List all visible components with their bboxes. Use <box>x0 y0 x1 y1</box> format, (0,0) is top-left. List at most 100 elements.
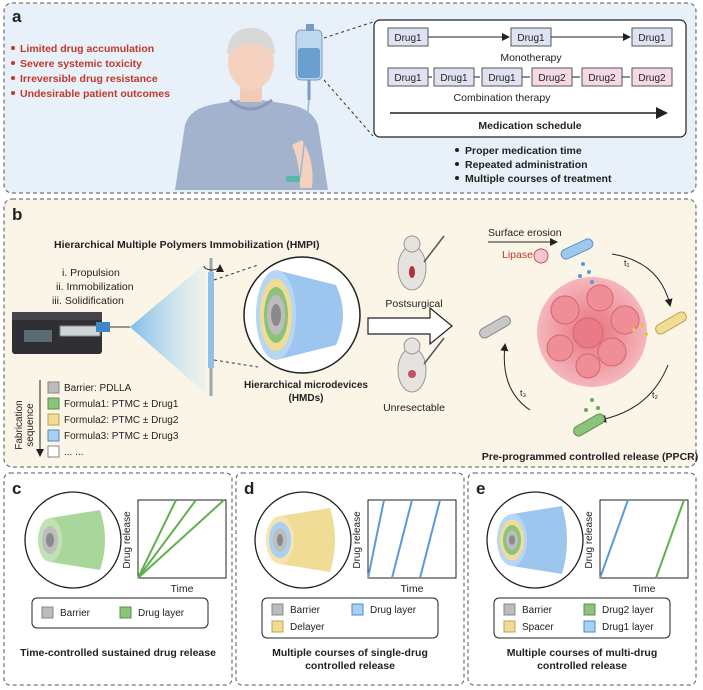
drug-box-label: Drug2 <box>588 73 616 84</box>
step-item: i. Propulsion <box>62 267 120 279</box>
panel-c: c Drug release Time Barrier Drug layer T… <box>3 472 233 686</box>
panel-a: a Limited drug accumulation Severe syste… <box>3 2 697 194</box>
legend-item: Formula2: PTMC ± Drug2 <box>64 415 179 426</box>
legend-item: Formula1: PTMC ± Drug1 <box>64 399 179 410</box>
yellow-rod <box>655 311 687 335</box>
panel-e-label: e <box>476 479 485 498</box>
panel-e-caption: Multiple courses of multi-drug <box>507 647 658 659</box>
legend-item: Drug1 layer <box>602 622 654 633</box>
blue-rod <box>560 238 594 260</box>
release-line <box>137 499 197 579</box>
panel-d-caption: Multiple courses of single-drug <box>272 647 428 659</box>
y-axis-label: Drug release <box>584 511 595 569</box>
panel-b: b Hierarchical Multiple Polymers Immobil… <box>3 198 698 468</box>
legend-item: Drug layer <box>138 608 185 619</box>
step-item: ii. Immobilization <box>56 281 134 293</box>
drug-box-label: Drug1 <box>638 33 666 44</box>
hmd-label-abbrev: (HMDs) <box>289 393 324 404</box>
panel-e: e Drug release Time Barrier Drug2 layer … <box>467 472 697 686</box>
drug-box-label: Drug1 <box>488 73 516 84</box>
panel-c-caption: Time-controlled sustained drug release <box>20 647 216 659</box>
iv-bag-icon <box>295 24 323 179</box>
ppcr-label: Pre-programmed controlled release (PPCR) <box>482 451 698 463</box>
postsurgical-label: Postsurgical <box>385 298 442 310</box>
problem-item: Undesirable patient outcomes <box>20 88 170 100</box>
fabrication-legend: Barrier: PDLLA Formula1: PTMC ± Drug1 Fo… <box>47 381 179 458</box>
x-axis-label: Time <box>401 583 424 595</box>
cycle-arrow <box>500 343 531 411</box>
release-line <box>367 499 385 579</box>
surface-erosion-label: Surface erosion <box>488 227 562 239</box>
flow-arrow <box>367 306 453 346</box>
step-item: iii. Solidification <box>52 295 124 307</box>
monotherapy-row: Drug1 Drug1 Drug1 Monotherapy <box>387 27 673 64</box>
drug-box-label: Drug2 <box>538 73 566 84</box>
benefit-item: Multiple courses of treatment <box>465 173 612 185</box>
panel-d: d Drug release Time Barrier Drug layer D… <box>235 472 465 686</box>
chart-e: Drug release Time <box>584 499 689 595</box>
monotherapy-label: Monotherapy <box>500 52 562 64</box>
spray-cone <box>130 263 206 394</box>
release-line <box>419 499 441 579</box>
benefit-item: Repeated administration <box>465 159 588 171</box>
rotating-rod <box>203 258 224 396</box>
drug-box <box>631 27 673 47</box>
release-particles <box>578 262 648 412</box>
drug-box-label: Drug1 <box>517 33 545 44</box>
drug2-release-line <box>655 499 685 579</box>
combination-label: Combination therapy <box>454 92 552 104</box>
benefit-item: Proper medication time <box>465 145 582 157</box>
lipase-icon <box>533 248 549 264</box>
drug-box-label: Drug2 <box>638 73 666 84</box>
x-axis-label: Time <box>633 583 656 595</box>
grey-rod <box>479 315 511 339</box>
legend-item: Barrier <box>290 605 321 616</box>
sequence-label: sequence <box>25 403 36 447</box>
zoom-line <box>323 79 374 137</box>
chart-d: Drug release Time <box>352 499 457 595</box>
legend-item: Drug2 layer <box>602 605 654 616</box>
hmpi-title: Hierarchical Multiple Polymers Immobiliz… <box>54 239 319 251</box>
time-mark: t₁ <box>624 258 630 268</box>
problem-item: Severe systemic toxicity <box>20 58 142 70</box>
schedule-box: Drug1 Drug1 Drug1 Monotherapy Drug1 Drug… <box>373 19 687 138</box>
release-line <box>137 499 177 579</box>
hmd-zoom <box>243 256 361 374</box>
green-rod <box>573 413 605 437</box>
y-axis-label: Drug release <box>352 511 363 569</box>
drug1-release-line <box>599 499 629 579</box>
y-axis-label: Drug release <box>122 511 133 569</box>
time-mark: t₂ <box>652 390 659 400</box>
legend-item: Formula3: PTMC ± Drug3 <box>64 431 179 442</box>
unresectable-label: Unresectable <box>383 402 445 414</box>
cycle-arrow <box>611 253 673 307</box>
schedule-label: Medication schedule <box>478 120 581 132</box>
syringe-pump-icon <box>12 312 130 354</box>
benefit-list: Proper medication time Repeated administ… <box>455 145 612 185</box>
cycle-arrow <box>598 364 669 423</box>
zoom-line <box>323 21 374 39</box>
legend-item: Barrier <box>60 608 91 619</box>
panel-b-label: b <box>12 205 22 224</box>
mouse-icon <box>397 337 445 393</box>
legend-item: Barrier: PDLLA <box>64 383 132 394</box>
legend-item: Delayer <box>290 622 325 633</box>
legend-item: Barrier <box>522 605 553 616</box>
release-line <box>137 499 225 579</box>
fabrication-label: Fabrication <box>14 400 25 449</box>
legend-item: Spacer <box>522 622 554 633</box>
release-line <box>391 499 413 579</box>
panel-d-label: d <box>244 479 254 498</box>
problem-list: Limited drug accumulation Severe systemi… <box>11 43 170 100</box>
drug-box-label: Drug1 <box>394 73 422 84</box>
panel-d-caption-line2: controlled release <box>305 660 395 672</box>
panel-c-label: c <box>12 479 21 498</box>
legend-item: Drug layer <box>370 605 417 616</box>
time-mark: t₃ <box>520 388 527 398</box>
panel-e-caption-line2: controlled release <box>537 660 627 672</box>
legend-item: ... ... <box>64 447 83 458</box>
hmd-label: Hierarchical microdevices <box>244 380 368 391</box>
tumor-icon <box>537 277 647 387</box>
panel-a-label: a <box>12 7 22 26</box>
